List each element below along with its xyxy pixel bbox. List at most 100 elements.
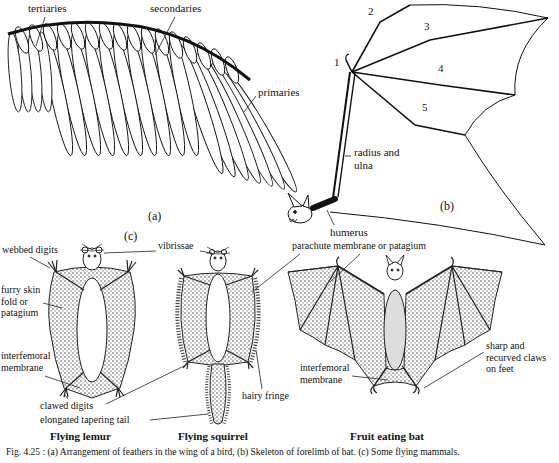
part-label: interfemoral membrane bbox=[1, 350, 51, 373]
flying-squirrel bbox=[184, 276, 210, 285]
fruit-bat bbox=[325, 266, 338, 345]
flying-squirrel bbox=[218, 247, 229, 253]
bird-wing bbox=[55, 21, 74, 51]
flying-lemur bbox=[88, 255, 90, 257]
flying-squirrel bbox=[188, 350, 210, 362]
figure-caption: Fig. 4.25 : (a) Arrangement of feathers … bbox=[6, 447, 554, 458]
bird-wing bbox=[111, 22, 130, 52]
flying-lemur bbox=[127, 260, 128, 272]
part-label: humerus bbox=[330, 226, 368, 239]
flying-squirrel bbox=[206, 253, 218, 254]
part-label: webbed digits bbox=[2, 244, 58, 256]
bird-wing bbox=[8, 22, 250, 80]
flying-squirrel bbox=[207, 366, 230, 424]
fruit-bat bbox=[397, 269, 399, 271]
flying-lemur bbox=[92, 250, 104, 251]
fruit-bat bbox=[374, 366, 388, 386]
flying-lemur bbox=[56, 260, 57, 272]
species-name: Flying lemur bbox=[50, 430, 111, 443]
fruit-bat bbox=[402, 366, 416, 386]
flying-lemur bbox=[66, 388, 68, 397]
fruit-bat bbox=[288, 255, 502, 394]
bird-wing bbox=[6, 21, 303, 195]
fruit-bat bbox=[338, 266, 384, 294]
flying-lemur bbox=[82, 244, 92, 250]
panel-letter: (a) bbox=[148, 210, 161, 224]
bat-forelimb bbox=[352, 18, 548, 72]
flying-lemur bbox=[92, 244, 102, 250]
flying-lemur bbox=[94, 255, 96, 257]
leader-lines bbox=[104, 251, 156, 253]
fruit-bat bbox=[384, 290, 406, 370]
fruit-bat bbox=[386, 255, 393, 265]
flying-squirrel bbox=[214, 257, 216, 259]
bat-forelimb bbox=[338, 73, 355, 197]
bat-forelimb bbox=[288, 5, 548, 245]
leader-lines bbox=[424, 352, 484, 388]
part-label: primaries bbox=[258, 86, 300, 99]
fruit-bat bbox=[288, 266, 338, 272]
fruit-bat bbox=[452, 266, 502, 272]
fruit-bat bbox=[406, 266, 452, 294]
flying-squirrel bbox=[248, 362, 253, 368]
fruit-bat bbox=[337, 257, 339, 266]
callout-number: 4 bbox=[438, 62, 444, 75]
fruit-bat bbox=[451, 257, 453, 266]
flying-squirrel bbox=[206, 274, 230, 362]
leader-lines bbox=[327, 210, 334, 225]
part-label: sharp and recurved claws on feet bbox=[486, 340, 556, 375]
bird-wing bbox=[69, 21, 88, 51]
leader-lines bbox=[30, 17, 484, 420]
leader-lines bbox=[200, 251, 212, 253]
bat-forelimb bbox=[288, 193, 302, 207]
flying-squirrel bbox=[252, 268, 255, 276]
leader-lines bbox=[244, 96, 256, 112]
part-label: hairy fringe bbox=[242, 390, 289, 402]
part-label: tertiaries bbox=[28, 2, 66, 15]
flying-lemur bbox=[56, 272, 84, 290]
part-label: parachute membrane or patagium bbox=[292, 240, 426, 252]
flying-lemur bbox=[100, 272, 128, 290]
leader-lines bbox=[36, 17, 45, 46]
fruit-bat bbox=[338, 266, 355, 360]
part-label: interfemoral membrane bbox=[300, 362, 356, 385]
leader-lines bbox=[352, 376, 388, 380]
fruit-bat bbox=[391, 269, 393, 271]
bird-wing bbox=[83, 21, 102, 51]
leader-lines bbox=[43, 303, 62, 308]
leader-lines bbox=[30, 257, 50, 268]
bat-forelimb bbox=[346, 60, 352, 72]
bat-forelimb bbox=[346, 54, 349, 60]
part-label: clawed digits bbox=[40, 400, 93, 412]
flying-lemur bbox=[118, 388, 124, 396]
bat-forelimb bbox=[333, 72, 350, 198]
flying-lemur bbox=[66, 372, 84, 388]
fruit-bat bbox=[413, 386, 419, 394]
leader-lines bbox=[65, 395, 68, 399]
leader-lines bbox=[345, 156, 351, 157]
flying-lemur bbox=[48, 244, 136, 398]
bird-wing bbox=[97, 21, 116, 51]
callout-number: 5 bbox=[422, 101, 428, 114]
flying-squirrel bbox=[226, 276, 252, 285]
flying-lemur bbox=[77, 278, 107, 382]
flying-squirrel bbox=[178, 268, 258, 369]
part-label: vibrissae bbox=[158, 240, 194, 252]
fruit-bat bbox=[397, 255, 404, 265]
bat-forelimb bbox=[352, 72, 465, 135]
flying-squirrel bbox=[183, 362, 188, 368]
flying-squirrel bbox=[181, 273, 255, 366]
callout-number: 3 bbox=[424, 20, 430, 33]
fruit-bat bbox=[452, 266, 465, 345]
callout-number: 1 bbox=[334, 56, 340, 69]
flying-squirrel bbox=[187, 362, 188, 369]
flying-squirrel bbox=[248, 362, 249, 369]
fruit-bat bbox=[371, 386, 377, 394]
flying-lemur bbox=[80, 250, 92, 251]
flying-lemur bbox=[116, 388, 118, 397]
part-label: radius and ulna bbox=[354, 146, 416, 171]
bat-forelimb bbox=[294, 211, 297, 214]
fruit-bat bbox=[288, 266, 386, 386]
panel-letter: (c) bbox=[124, 230, 137, 244]
